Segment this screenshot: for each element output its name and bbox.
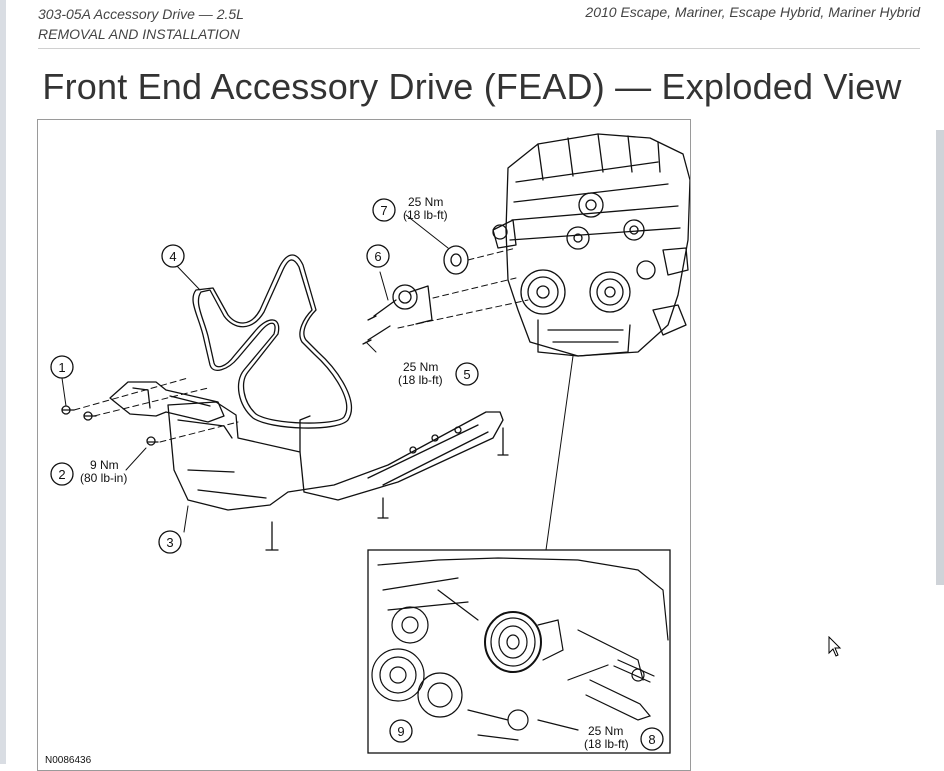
detail-inset [367,549,671,754]
callout-number-7: 7 [380,203,387,218]
document-header-left: 303-05A Accessory Drive — 2.5L REMOVAL A… [38,4,244,44]
section-title: 303-05A Accessory Drive — 2.5L [38,6,244,22]
fead-diagram-svg: 1 2 3 4 5 6 7 8 9 9 Nm (80 lb-in) 25 Nm … [45,133,690,766]
callout-circle-8 [640,727,664,751]
drive-belt [192,254,353,429]
alignment-lines [73,247,529,443]
callout-circle-7 [372,198,396,222]
torque-7-imperial: (18 lb-ft) [403,208,448,222]
torque-2-metric: 9 Nm [90,458,119,472]
figure-code: N0086436 [45,755,92,766]
callout-number-2: 2 [58,467,65,482]
callout-number-6: 6 [374,249,381,264]
belt-shield-bracket [109,381,225,423]
callout-number-9: 9 [397,724,404,739]
torque-8-metric: 25 Nm [588,724,623,738]
callout-circle-1 [50,355,74,379]
callout-circle-5 [455,362,479,386]
idler-pulley [443,245,469,275]
torque-5-imperial: (18 lb-ft) [398,373,443,387]
callout-number-5: 5 [463,367,470,382]
callout-circle-9 [389,719,413,743]
callout-number-3: 3 [166,535,173,550]
callout-circle-4 [161,244,185,268]
exploded-view-figure: 1 2 3 4 5 6 7 8 9 9 Nm (80 lb-in) 25 Nm … [37,119,691,771]
procedure-title: REMOVAL AND INSTALLATION [38,26,240,42]
splash-shield [167,401,504,511]
vertical-scrollbar[interactable] [936,130,944,585]
torque-5-metric: 25 Nm [403,360,438,374]
belt-tensioner [392,284,433,325]
page-title: Front End Accessory Drive (FEAD) — Explo… [42,66,902,107]
bolts [61,299,509,551]
callout-number-8: 8 [648,732,655,747]
mouse-cursor-icon [828,635,842,663]
window-left-edge [0,0,6,764]
callout-circle-3 [158,530,182,554]
engine-assembly [492,133,690,357]
callout-circle-2 [50,462,74,486]
torque-8-imperial: (18 lb-ft) [584,737,629,751]
torque-7-metric: 25 Nm [408,195,443,209]
callout-circle-6 [366,244,390,268]
header-divider [38,48,920,49]
torque-2-imperial: (80 lb-in) [80,471,127,485]
vehicle-applicability: 2010 Escape, Mariner, Escape Hybrid, Mar… [585,4,920,20]
callout-number-1: 1 [58,360,65,375]
callout-number-4: 4 [169,249,176,264]
